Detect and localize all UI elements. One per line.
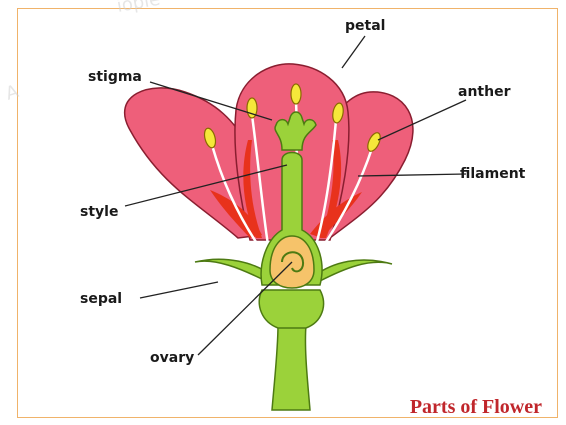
svg-text:iople: iople xyxy=(115,0,162,17)
label-sepal: sepal xyxy=(80,291,122,307)
label-anther: anther xyxy=(458,84,511,100)
label-petal: petal xyxy=(345,18,385,34)
label-style: style xyxy=(80,204,118,220)
watermark: iople A xyxy=(3,0,162,105)
label-stigma: stigma xyxy=(88,69,142,85)
diagram-caption: Parts of Flower xyxy=(410,396,542,418)
stalk xyxy=(259,290,323,410)
label-filament: filament xyxy=(460,166,526,182)
svg-text:A: A xyxy=(3,81,22,105)
label-ovary: ovary xyxy=(150,350,194,366)
